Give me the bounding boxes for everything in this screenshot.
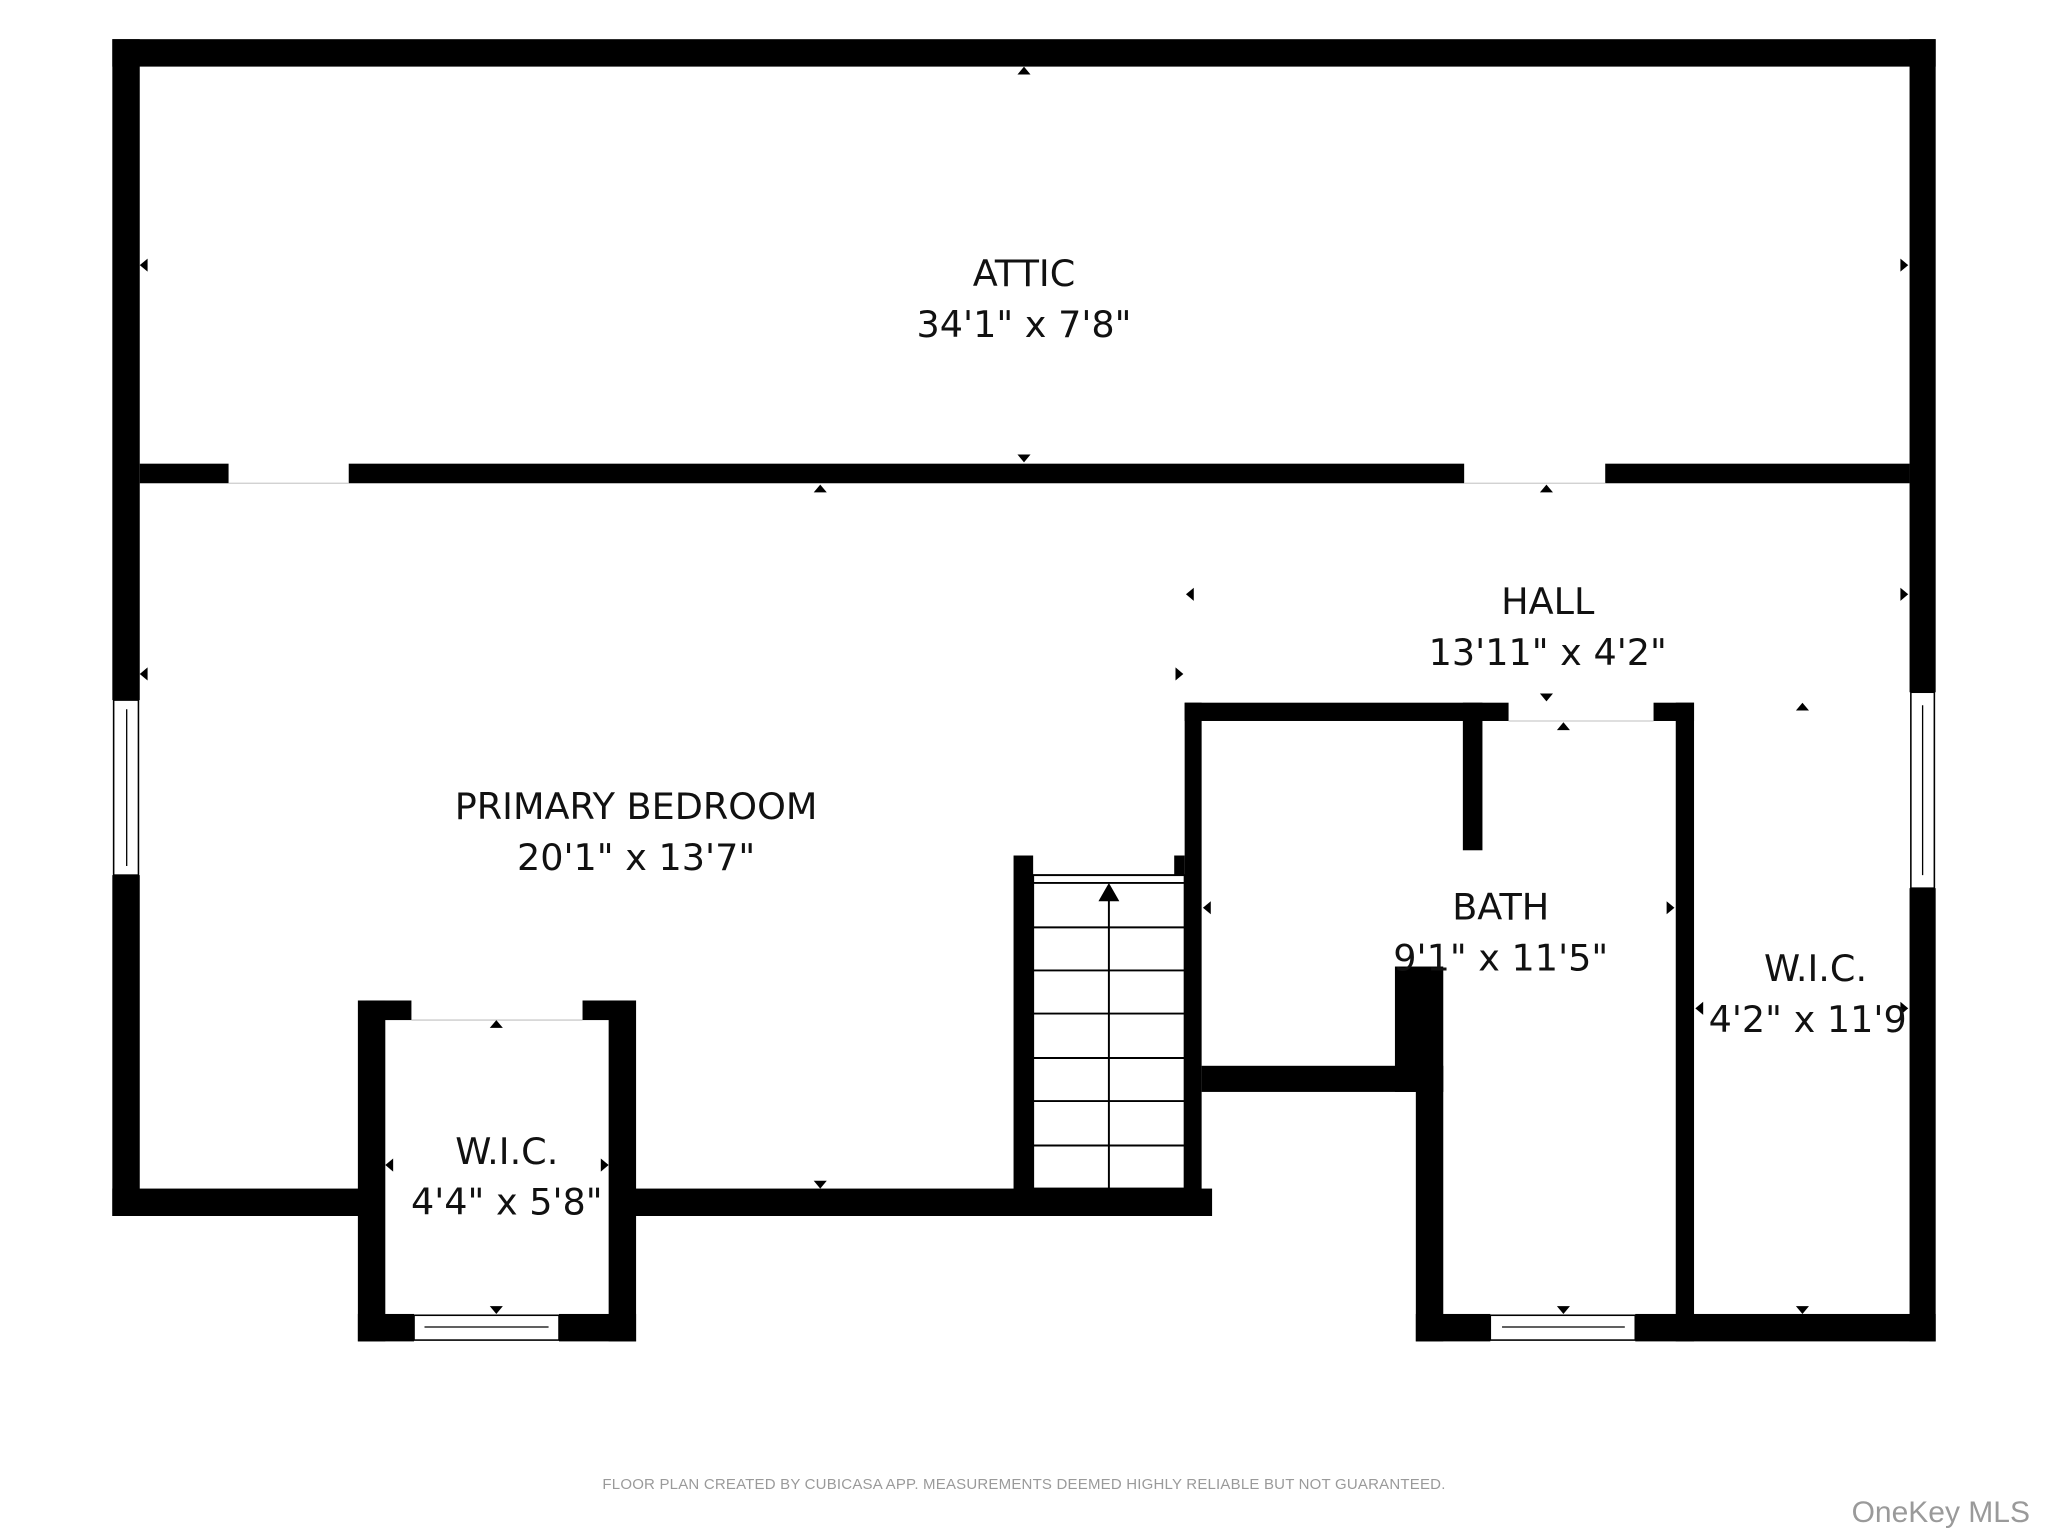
room-dimensions: 4'4" x 5'8": [411, 1181, 603, 1224]
door-openings: [228, 482, 1654, 1021]
room-attic: ATTIC 34'1" x 7'8": [917, 252, 1132, 346]
room-dimensions: 4'2" x 11'9: [1709, 998, 1907, 1041]
room-name: W.I.C.: [455, 1130, 558, 1173]
disclaimer-text: FLOOR PLAN CREATED BY CUBICASA APP. MEAS…: [602, 1476, 1446, 1493]
brand-watermark: OneKey MLS: [1851, 1496, 2030, 1529]
room-hall: HALL 13'11" x 4'2": [1429, 580, 1667, 674]
staircase[interactable]: [1032, 874, 1186, 1190]
windows: [112, 691, 1936, 1341]
room-primary-bedroom: PRIMARY BEDROOM 20'1" x 13'7": [455, 785, 818, 879]
dimension-markers: [139, 66, 1909, 1314]
room-dimensions: 20'1" x 13'7": [517, 836, 755, 879]
room-name: ATTIC: [973, 252, 1076, 295]
room-wic-right: W.I.C. 4'2" x 11'9: [1709, 947, 1907, 1041]
room-dimensions: 9'1" x 11'5": [1393, 936, 1608, 979]
room-name: BATH: [1452, 886, 1549, 929]
stair-up-arrow-icon: [1098, 882, 1120, 902]
room-wic-left: W.I.C. 4'4" x 5'8": [411, 1130, 603, 1224]
room-name: PRIMARY BEDROOM: [455, 785, 818, 828]
room-dimensions: 34'1" x 7'8": [917, 303, 1132, 346]
room-bath: BATH 9'1" x 11'5": [1393, 886, 1608, 980]
room-dimensions: 13'11" x 4'2": [1429, 631, 1667, 674]
room-name: HALL: [1501, 580, 1595, 623]
walls: [112, 39, 1936, 1342]
room-name: W.I.C.: [1764, 947, 1867, 990]
